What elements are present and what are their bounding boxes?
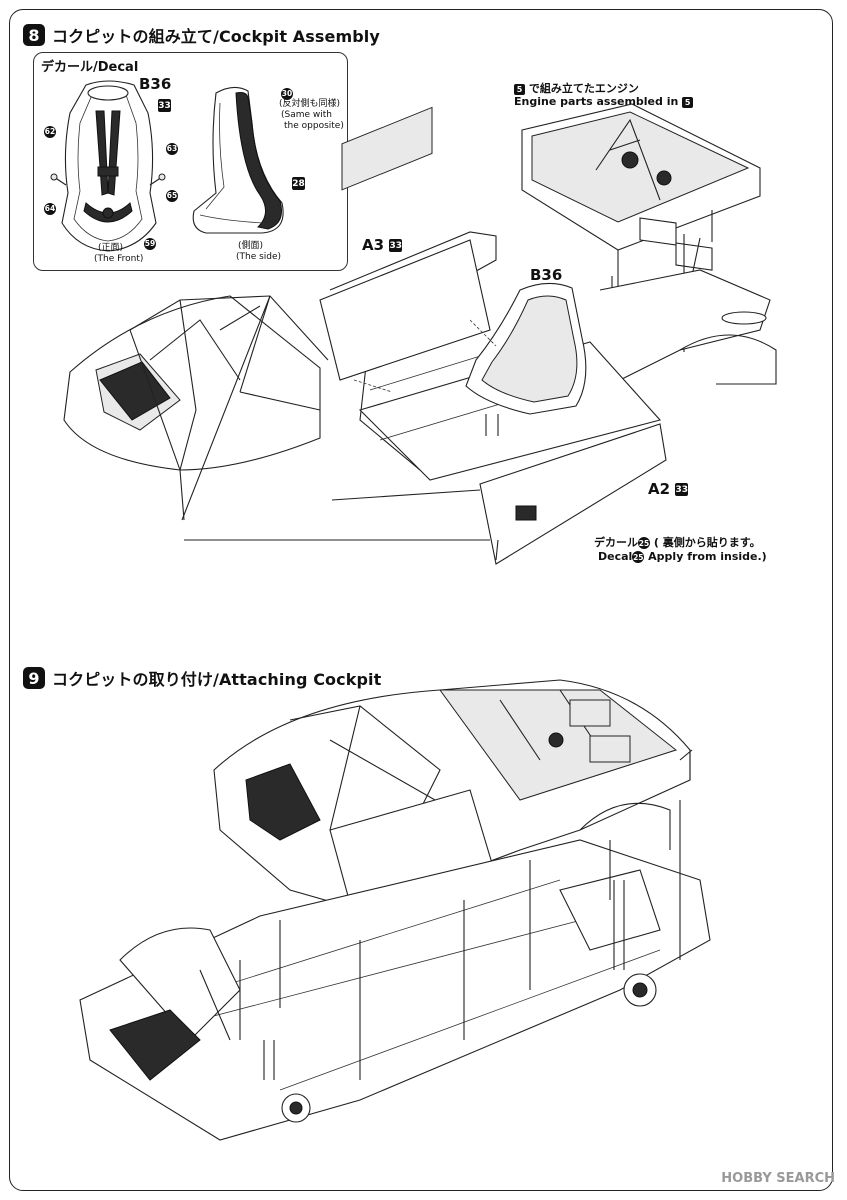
- decal-note-en: Decal25 Apply from inside.): [598, 550, 767, 563]
- chassis-floor-base-icon: [79, 839, 711, 1141]
- callout-63: 63: [166, 142, 178, 155]
- decal-box: デカール/Decal B36 33 62 63 65 64 59 (正面) (T…: [33, 52, 348, 271]
- decal-box-title: デカール/Decal: [41, 60, 139, 75]
- racing-seat-side-icon: [192, 86, 284, 234]
- engine-block-icon: [521, 103, 761, 272]
- callout-59: 59: [144, 237, 156, 250]
- side-label-jp: (側面): [238, 241, 264, 251]
- step-9-title: コクピットの取り付け/Attaching Cockpit: [52, 670, 382, 689]
- step-9-number: 9: [23, 667, 45, 689]
- opposite-en2: the opposite): [284, 121, 344, 131]
- attaching-cockpit-drawing: [79, 679, 711, 1141]
- watermark-brand: HOBBY SEARCH: [721, 1171, 835, 1186]
- decal-part-label: B36: [139, 75, 172, 93]
- page-frame: [9, 9, 833, 1191]
- step-8-number: 8: [23, 24, 45, 46]
- callout-30: 30: [281, 87, 293, 100]
- callout-64: 64: [44, 202, 56, 215]
- opposite-en1: (Same with: [281, 110, 332, 120]
- side-label-en: (The side): [236, 252, 282, 262]
- cockpit-assembly-drawing: [63, 103, 777, 565]
- side-sprue: 28: [292, 177, 305, 190]
- roll-cage-icon: [63, 295, 329, 521]
- a2-label: A2 33: [648, 480, 689, 498]
- front-label-en: (The Front): [94, 254, 144, 264]
- decal-note-jp: デカール25 ( 裏側から貼ります。: [594, 536, 761, 549]
- step-8-header: 8 コクピットの組み立て/Cockpit Assembly: [23, 23, 380, 47]
- racing-seat-icon: [50, 80, 166, 252]
- seat-b36-icon: [465, 282, 587, 415]
- callout-62: 62: [44, 125, 56, 138]
- a3-label: A3 33: [362, 236, 403, 254]
- engine-note-jp: 5 で組み立てたエンジン: [514, 80, 639, 96]
- opposite-jp: (反対側も同様): [279, 99, 341, 109]
- callout-65: 65: [166, 189, 178, 202]
- watermark: HOBBY SEARCH: [721, 1171, 835, 1186]
- front-label-jp: (正面): [98, 243, 124, 253]
- b36-label: B36: [530, 266, 563, 284]
- step-8-title: コクピットの組み立て/Cockpit Assembly: [52, 27, 380, 46]
- step-9-header: 9 コクピットの取り付け/Attaching Cockpit: [23, 666, 381, 690]
- engine-note-en: Engine parts assembled in 5: [514, 95, 694, 108]
- suspension-strut-icon: [263, 880, 625, 1080]
- decal-part-sprue: 33: [158, 99, 171, 112]
